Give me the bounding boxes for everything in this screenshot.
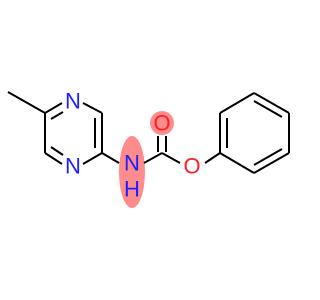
ester-o-to-phenyl-bond [204, 152, 221, 164]
ring-bond-c2-n1 [82, 152, 103, 165]
bonds-layer [7, 91, 290, 174]
highlight-layer [119, 111, 174, 208]
ring-bond-n4-c3 [82, 102, 103, 114]
phenyl-bond-3-inner [253, 100, 283, 118]
phenyl-bond-3 [253, 92, 290, 114]
ring-nitrogen-bottom-label: N [65, 154, 81, 179]
structure-drawing: N N N H O O [7, 89, 290, 208]
phenyl-bond-6 [219, 152, 255, 174]
ring-to-nh-bond [101, 152, 120, 164]
methyl-bond [7, 91, 46, 114]
phenyl-bond-5-inner [253, 148, 283, 166]
ring-bond-n1-c6-inner [50, 146, 64, 156]
carbonyl-oxygen-label: O [153, 111, 170, 136]
nh-to-carbonyl-bond [143, 152, 163, 164]
amide-hydrogen-label: H [124, 177, 140, 202]
ring-nitrogen-top-label: N [65, 89, 81, 114]
ester-oxygen-label: O [183, 154, 200, 179]
phenyl-bond-5 [253, 152, 290, 174]
phenyl-bond-2 [219, 92, 255, 114]
carbonyl-oxygen-highlight [150, 111, 174, 135]
carbonyl-to-ester-o-bond [161, 152, 181, 164]
ring-bond-c5-n4-inner [50, 111, 64, 120]
amide-nitrogen-label: N [124, 151, 140, 176]
ring-bond-c5-n4 [44, 102, 63, 114]
atoms-layer: N N N H O O [65, 89, 201, 202]
amide-nh-highlight [119, 136, 145, 208]
ring-bond-n1-c6 [44, 152, 63, 165]
